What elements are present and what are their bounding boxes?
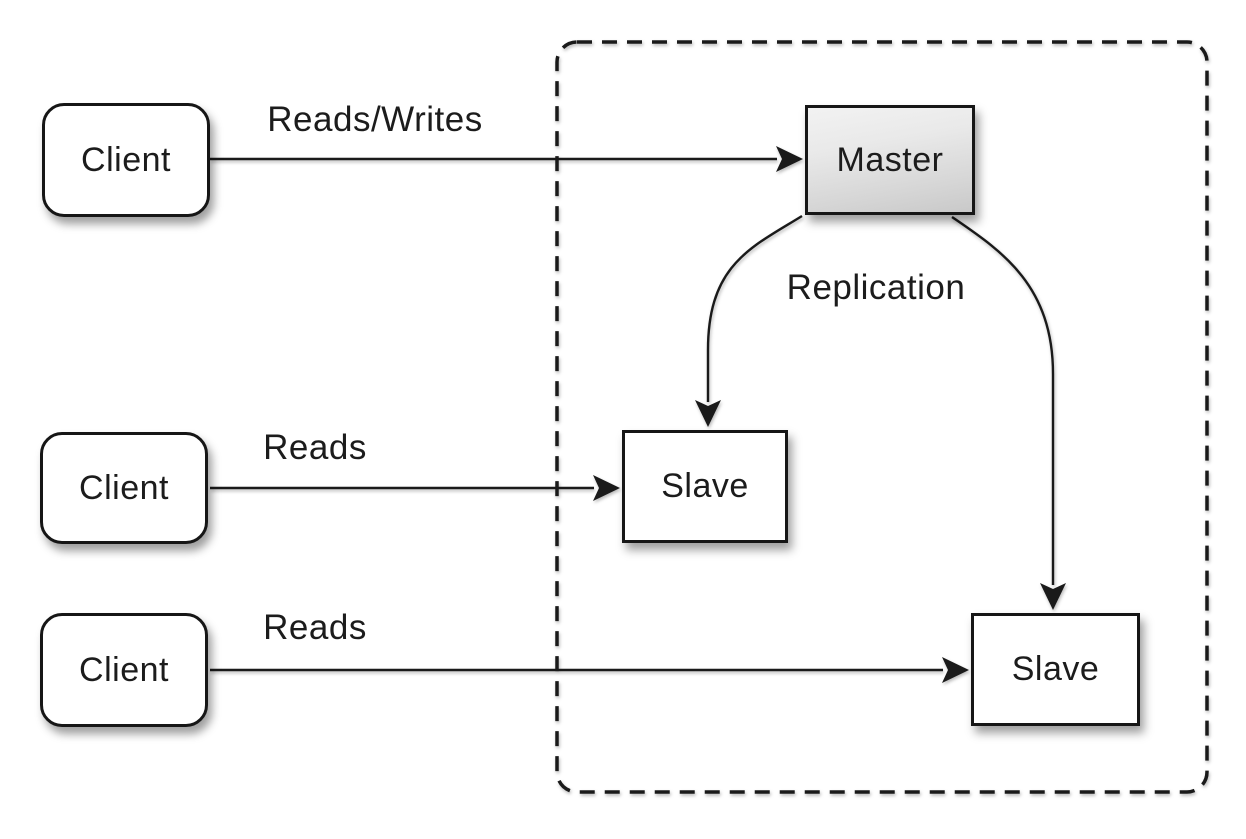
slave-node-1: Slave: [622, 430, 788, 543]
slave-node-2: Slave: [971, 613, 1140, 726]
slave-node-2-label: Slave: [1011, 650, 1100, 688]
client-node-2-label: Client: [79, 468, 169, 507]
client-node-3-label: Client: [79, 650, 169, 689]
edge-label-replication: Replication: [786, 268, 966, 307]
edge-master-slave1: [706, 214, 803, 402]
replication-cluster-boundary: [555, 40, 1209, 794]
client-node-1-label: Client: [81, 140, 171, 179]
slave-node-1-label: Slave: [661, 467, 749, 505]
arrowhead-client2-slave1: [593, 475, 620, 501]
edge-master-slave2: [951, 216, 1055, 585]
edge-label-reads-middle: Reads: [263, 428, 367, 467]
edge-label-reads-writes: Reads/Writes: [267, 100, 483, 139]
arrowhead-master-slave2: [1040, 583, 1066, 610]
arrowhead-client1-master: [776, 146, 803, 172]
client-node-1: Client: [42, 103, 210, 217]
master-node-label: Master: [836, 140, 944, 179]
arrowhead-master-slave1: [695, 400, 721, 427]
edge-label-reads-bottom: Reads: [263, 608, 367, 647]
arrowhead-client3-slave2: [942, 657, 969, 683]
client-node-3: Client: [40, 613, 208, 727]
master-node: Master: [805, 105, 975, 215]
client-node-2: Client: [40, 432, 208, 544]
